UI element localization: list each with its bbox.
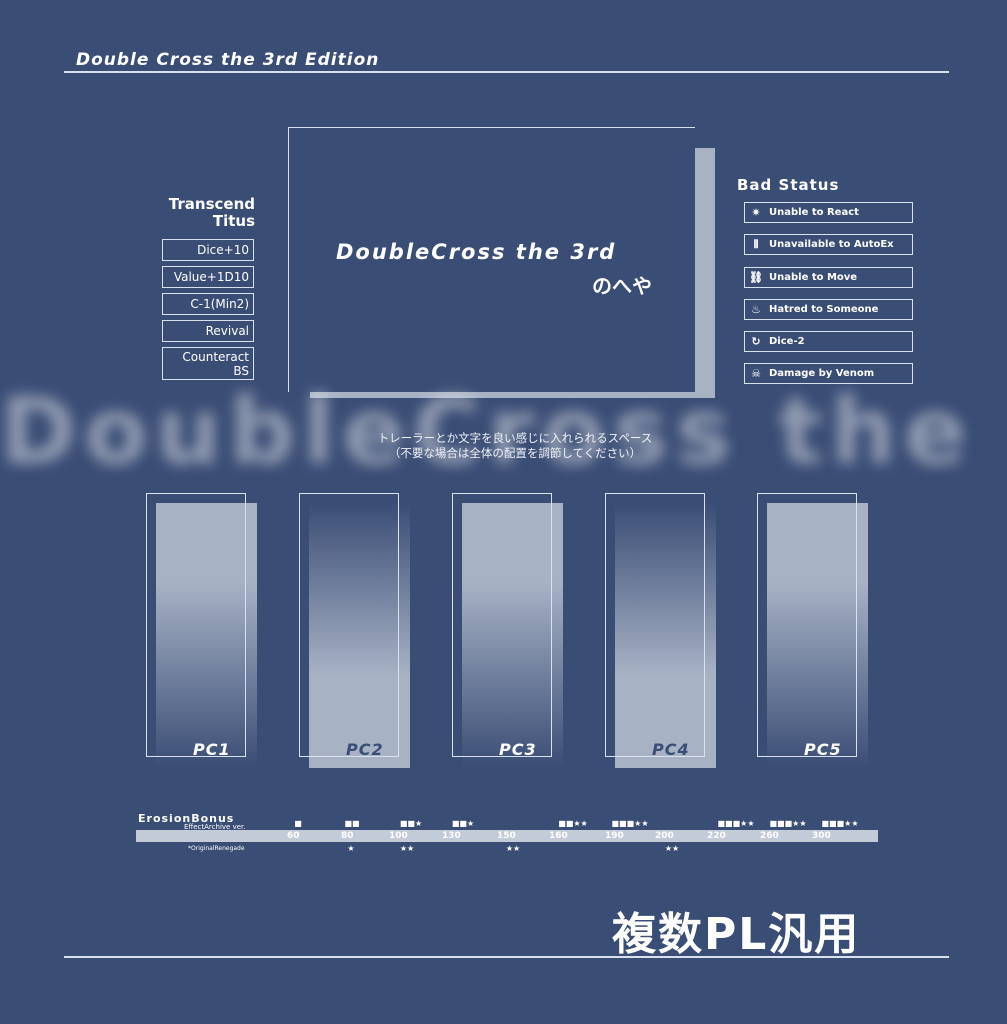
transcend-item-revival[interactable]: Revival (162, 320, 254, 342)
bad-status-hatred[interactable]: ♨ Hatred to Someone (744, 299, 913, 320)
bad-status-label: Hatred to Someone (769, 304, 879, 315)
pc4-frame[interactable] (605, 493, 705, 757)
archive-marks-100: ■■★ (399, 819, 423, 828)
trailer-line2: （不要な場合は全体の配置を調節してください） (388, 446, 642, 460)
erosion-level-160: 160 (549, 831, 568, 841)
archive-marks-80: ■■ (344, 819, 360, 828)
header-title: Double Cross the 3rd Edition (76, 50, 380, 70)
renegade-marks-80: ★ (347, 844, 355, 853)
pc5-panel (767, 503, 868, 768)
erosion-bar (136, 830, 878, 842)
pc1-label: PC1 (193, 740, 231, 759)
bad-status-unable-to-react[interactable]: ✷ Unable to React (744, 202, 913, 223)
footer-label: 複数PL汎用 (612, 909, 861, 960)
renegade-marks-150: ★★ (505, 844, 521, 853)
trailer-text: トレーラーとか文字を良い感じに入れられるスペース （不要な場合は全体の配置を調節… (330, 431, 700, 461)
archive-marks-260: ■■■★★ (769, 819, 807, 828)
erosion-original-note: *OriginalRenegade (188, 845, 245, 852)
erosion-level-80: 80 (341, 831, 354, 841)
erosion-level-150: 150 (497, 831, 516, 841)
erosion-level-200: 200 (655, 831, 674, 841)
pc5-frame[interactable] (757, 493, 857, 757)
pc2-label: PC2 (346, 740, 384, 759)
transcend-title: Transcend Titus (120, 196, 255, 230)
bad-status-label: Unable to Move (769, 272, 858, 283)
bad-status-title: Bad Status (737, 176, 840, 194)
background-blur-text: DoubleCross the 3rd (0, 378, 1007, 485)
counteract-line2: BS (233, 364, 249, 378)
cycle-icon: ↻ (751, 335, 761, 348)
transcend-item-counteract[interactable]: Counteract BS (162, 347, 254, 380)
erosion-level-60: 60 (287, 831, 300, 841)
bad-status-dice-minus[interactable]: ↻ Dice-2 (744, 331, 913, 352)
transcend-title-line1: Transcend (168, 195, 255, 213)
trailer-line1: トレーラーとか文字を良い感じに入れられるスペース (377, 431, 653, 445)
transcend-title-line2: Titus (212, 212, 255, 230)
erosion-level-220: 220 (707, 831, 726, 841)
bad-status-venom[interactable]: ☠ Damage by Venom (744, 363, 913, 384)
pc3-frame[interactable] (452, 493, 552, 757)
counteract-line1: Counteract (182, 350, 249, 364)
transcend-item-dice[interactable]: Dice+10 (162, 239, 254, 261)
archive-marks-130: ■■★ (451, 819, 475, 828)
transcend-item-critical[interactable]: C-1(Min2) (162, 293, 254, 315)
erosion-subtitle: EffectArchive ver. (184, 823, 246, 831)
bars-icon: ⦀ (753, 237, 759, 251)
bad-status-unavailable-autoex[interactable]: ⦀ Unavailable to AutoEx (744, 234, 913, 255)
bad-status-label: Damage by Venom (769, 368, 875, 379)
transcend-item-value[interactable]: Value+1D10 (162, 266, 254, 288)
flame-icon: ♨ (751, 303, 761, 316)
archive-marks-60: ■ (294, 819, 302, 828)
renegade-marks-100: ★★ (399, 844, 415, 853)
bind-icon: ⛓ (749, 271, 763, 284)
pc1-frame[interactable] (146, 493, 246, 757)
main-title: DoubleCross the 3rd (336, 240, 617, 264)
bad-status-label: Unable to React (769, 207, 859, 218)
pc4-label: PC4 (652, 740, 690, 759)
bad-status-label: Unavailable to AutoEx (769, 239, 894, 250)
renegade-marks-200: ★★ (664, 844, 680, 853)
pc3-panel (462, 503, 563, 768)
pc3-label: PC3 (499, 740, 537, 759)
erosion-level-130: 130 (442, 831, 461, 841)
main-subtitle: のへや (592, 274, 652, 298)
pc4-panel (615, 503, 716, 768)
poison-icon: ☠ (751, 367, 761, 380)
pc2-frame[interactable] (299, 493, 399, 757)
main-panel (288, 127, 695, 392)
header-divider (64, 71, 949, 73)
archive-marks-160: ■■★★ (558, 819, 588, 828)
erosion-level-190: 190 (605, 831, 624, 841)
archive-marks-300: ■■■★★ (821, 819, 859, 828)
archive-marks-220: ■■■★★ (717, 819, 755, 828)
pc1-panel (156, 503, 257, 768)
pc5-label: PC5 (804, 740, 842, 759)
archive-marks-190: ■■■★★ (611, 819, 649, 828)
burst-icon: ✷ (751, 206, 761, 219)
bad-status-label: Dice-2 (769, 336, 805, 347)
footer-divider (64, 956, 949, 958)
erosion-level-100: 100 (389, 831, 408, 841)
erosion-title: ErosionBonus (138, 812, 235, 825)
pc2-panel (309, 503, 410, 768)
bad-status-unable-to-move[interactable]: ⛓ Unable to Move (744, 267, 913, 288)
erosion-level-260: 260 (760, 831, 779, 841)
erosion-level-300: 300 (812, 831, 831, 841)
